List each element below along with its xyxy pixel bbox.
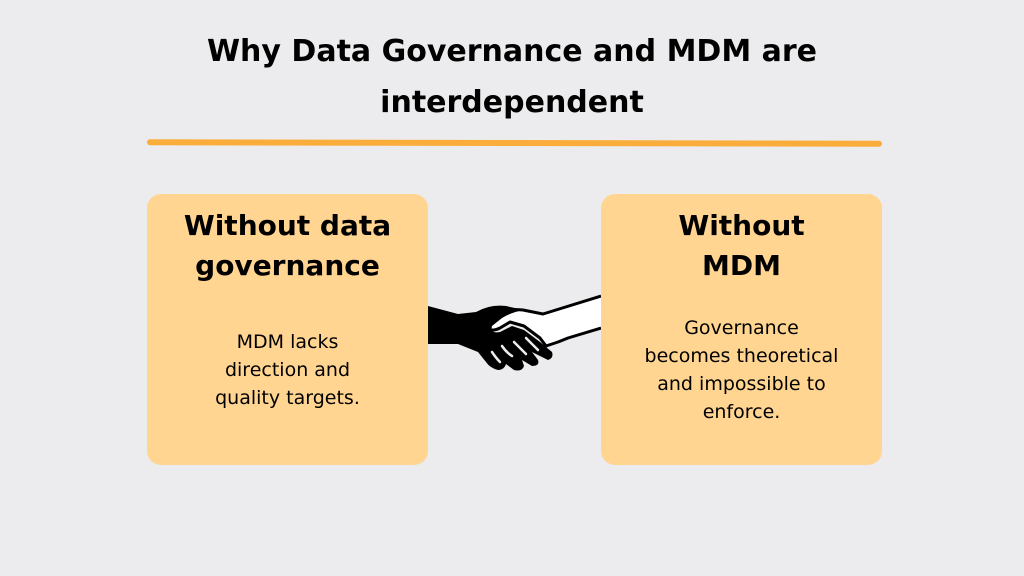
card-without-mdm: Without MDM Governance becomes theoretic…: [601, 194, 882, 465]
card-without-data-governance: Without data governance MDM lacks direct…: [147, 194, 428, 465]
card-heading-line: MDM: [702, 249, 781, 282]
card-heading-line: Without data: [183, 209, 392, 242]
card-body-line: becomes theoretical: [644, 345, 839, 367]
title-divider: [146, 139, 883, 147]
card-heading: Without MDM: [601, 206, 882, 286]
card-body-line: MDM lacks: [236, 331, 339, 353]
title-line-1: Why Data Governance and MDM are: [206, 34, 818, 69]
card-body: MDM lacks direction and quality targets.: [147, 328, 428, 412]
card-body-line: direction and: [224, 359, 351, 381]
title-line-2: interdependent: [380, 85, 644, 120]
card-body-line: and impossible to: [657, 373, 826, 395]
card-heading-line: Without: [678, 209, 805, 242]
handshake-icon: [428, 290, 602, 380]
card-heading: Without data governance: [147, 206, 428, 286]
card-body-line: Governance: [684, 317, 799, 339]
card-body-line: quality targets.: [215, 387, 360, 409]
page-title: Why Data Governance and MDM are interdep…: [0, 26, 1024, 128]
card-body: Governance becomes theoretical and impos…: [601, 314, 882, 426]
card-body-line: enforce.: [702, 401, 781, 423]
card-heading-line: governance: [195, 249, 380, 282]
